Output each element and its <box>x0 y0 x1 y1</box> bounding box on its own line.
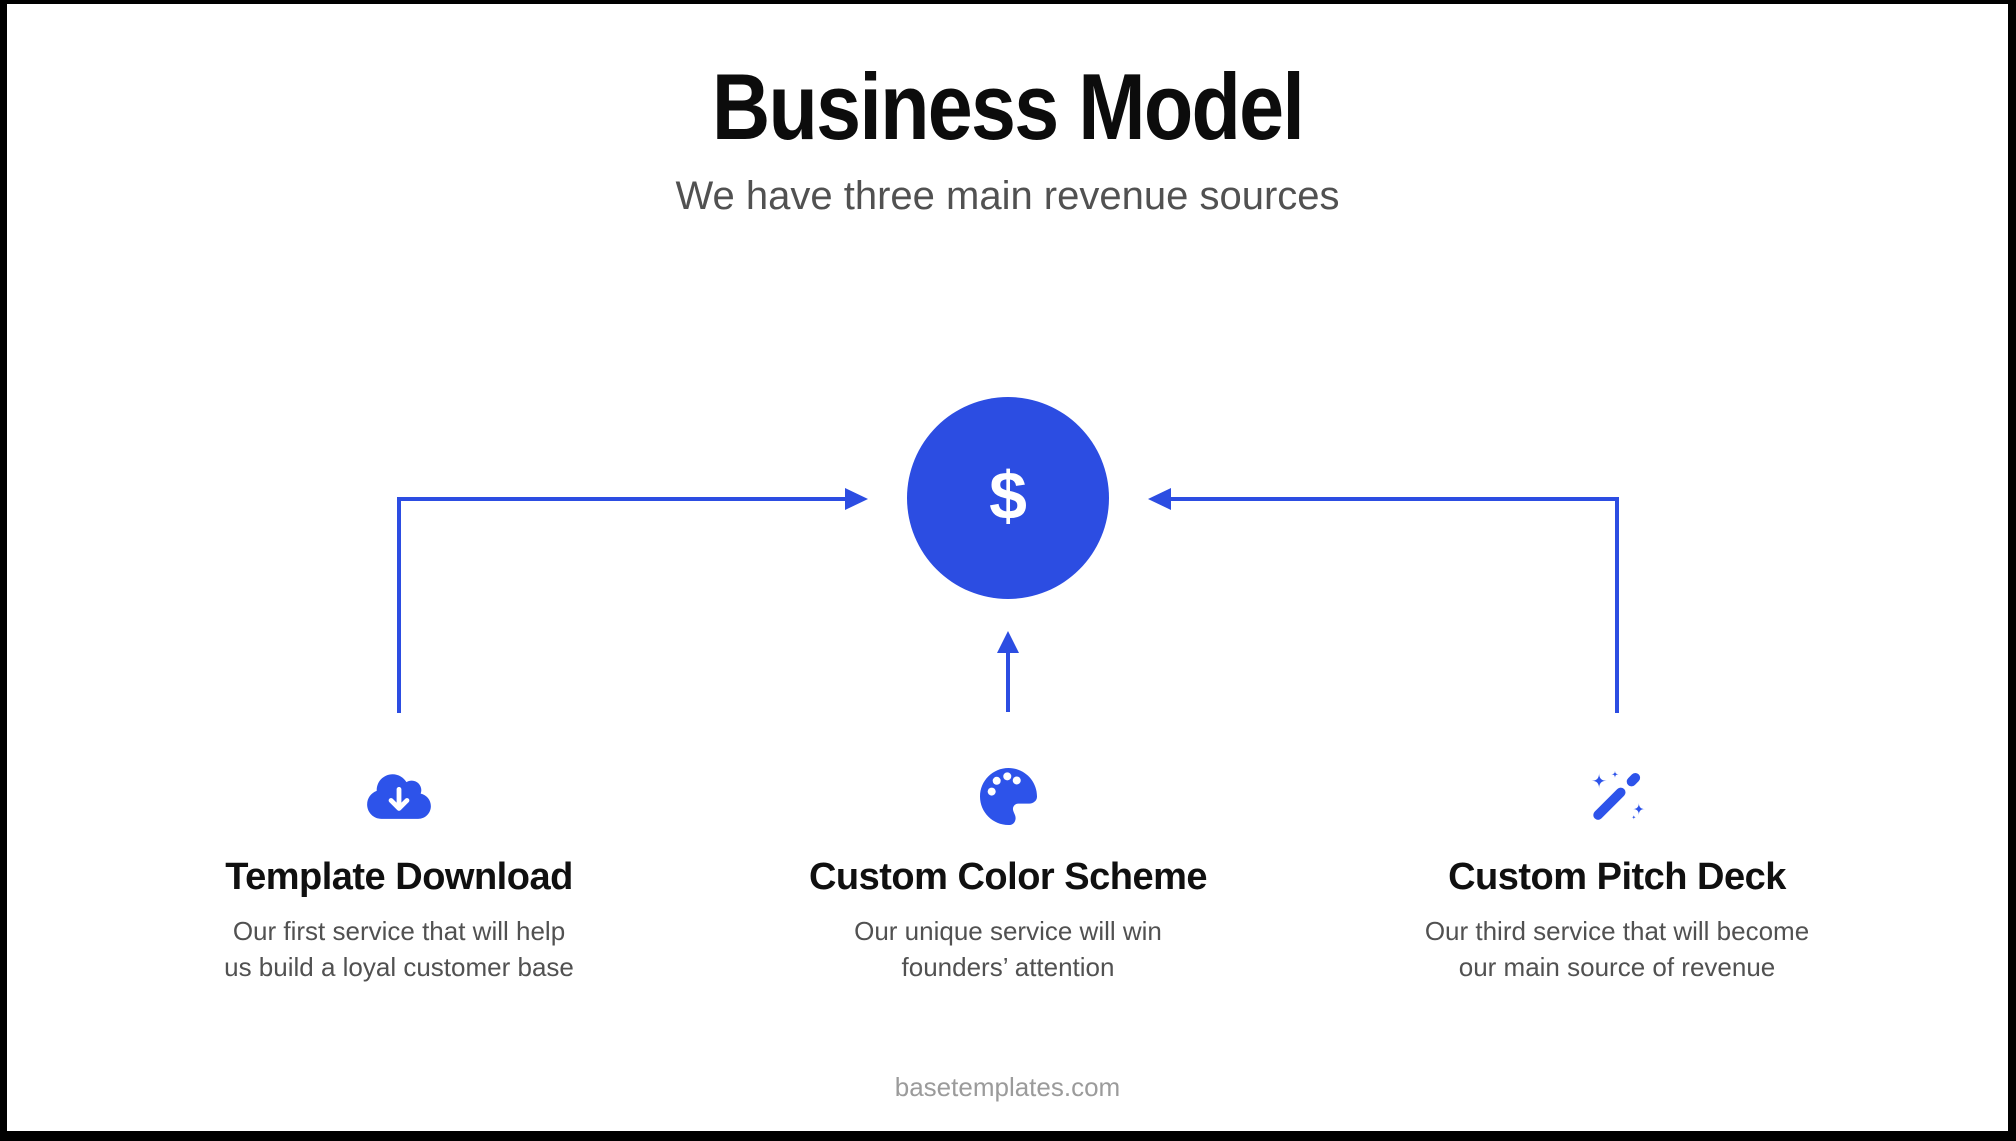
page-title: Business Model <box>711 54 1305 159</box>
left-connector-vertical-line <box>397 497 401 713</box>
item-description: Our first service that will help us buil… <box>224 916 574 982</box>
middle-connector-vertical-line <box>1006 652 1010 712</box>
cloud-download-icon <box>169 766 629 826</box>
item-title: Template Download <box>225 856 573 898</box>
item-title: Custom Pitch Deck <box>1448 856 1786 898</box>
color-palette-icon <box>778 766 1238 826</box>
watermark-text: basetemplates.com <box>894 1072 1121 1102</box>
item-title: Custom Color Scheme <box>808 856 1208 898</box>
dollar-sign-icon: $ <box>989 458 1027 534</box>
magic-wand-icon <box>1387 766 1847 826</box>
revenue-item-custom-color-scheme: Custom Color Scheme Our unique service w… <box>778 766 1238 985</box>
middle-arrowhead-icon <box>997 631 1019 653</box>
right-connector-horizontal-line <box>1169 497 1619 501</box>
slide: Business Model We have three main revenu… <box>7 4 2008 1131</box>
revenue-circle: $ <box>907 397 1109 599</box>
item-description: Our unique service will win founders’ at… <box>854 916 1162 982</box>
page-subtitle: We have three main revenue sources <box>675 174 1340 218</box>
right-arrowhead-icon <box>1148 488 1171 510</box>
revenue-item-template-download: Template Download Our first service that… <box>169 766 629 985</box>
right-connector-vertical-line <box>1615 497 1619 713</box>
revenue-item-custom-pitch-deck: Custom Pitch Deck Our third service that… <box>1387 766 1847 985</box>
left-arrowhead-icon <box>845 488 868 510</box>
left-connector-horizontal-line <box>397 497 847 501</box>
item-description: Our third service that will become our m… <box>1424 916 1810 982</box>
